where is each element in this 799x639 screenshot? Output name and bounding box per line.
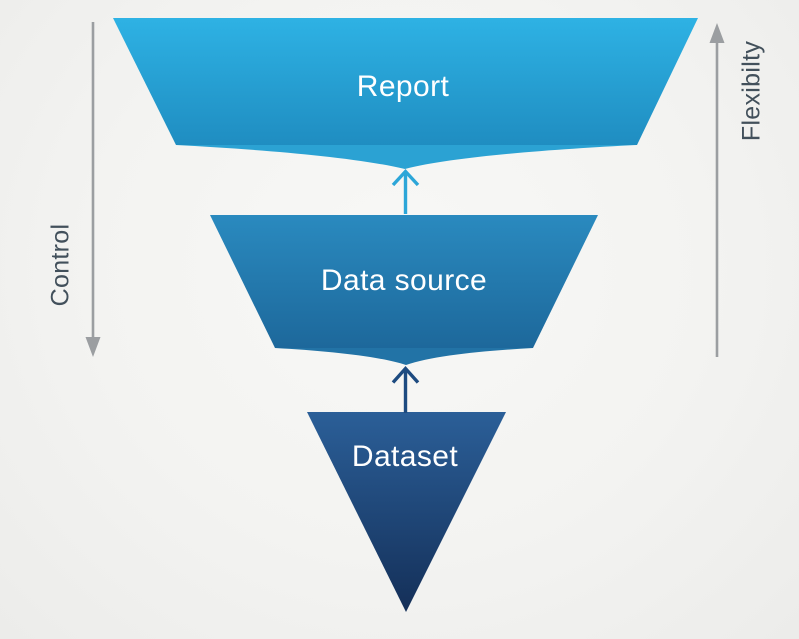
funnel-level-report-label: Report — [356, 70, 450, 103]
funnel-level-report-shape — [113, 18, 698, 145]
connector-up-arrow-datasource-to-report — [391, 168, 420, 214]
funnel-level-datasource-label: Data source — [320, 264, 488, 297]
control-axis-down-arrow — [85, 22, 101, 357]
control-axis-label: Control — [46, 223, 75, 307]
funnel-level-report-fold — [176, 145, 637, 169]
control-axis-arrowhead — [85, 337, 101, 357]
funnel-level-dataset-label: Dataset — [351, 440, 459, 473]
connector-arrowhead — [391, 365, 420, 384]
funnel-level-datasource-shape — [210, 215, 598, 348]
flexibility-axis-label: Flexibilty — [737, 40, 766, 142]
connector-arrowhead — [391, 168, 420, 187]
flexibility-axis-up-arrow — [709, 23, 725, 357]
funnel-level-dataset-shape — [307, 412, 506, 612]
flexibility-axis-arrowhead — [709, 23, 725, 43]
connector-up-arrow-dataset-to-datasource — [391, 365, 420, 413]
funnel-level-datasource-fold — [275, 348, 533, 365]
